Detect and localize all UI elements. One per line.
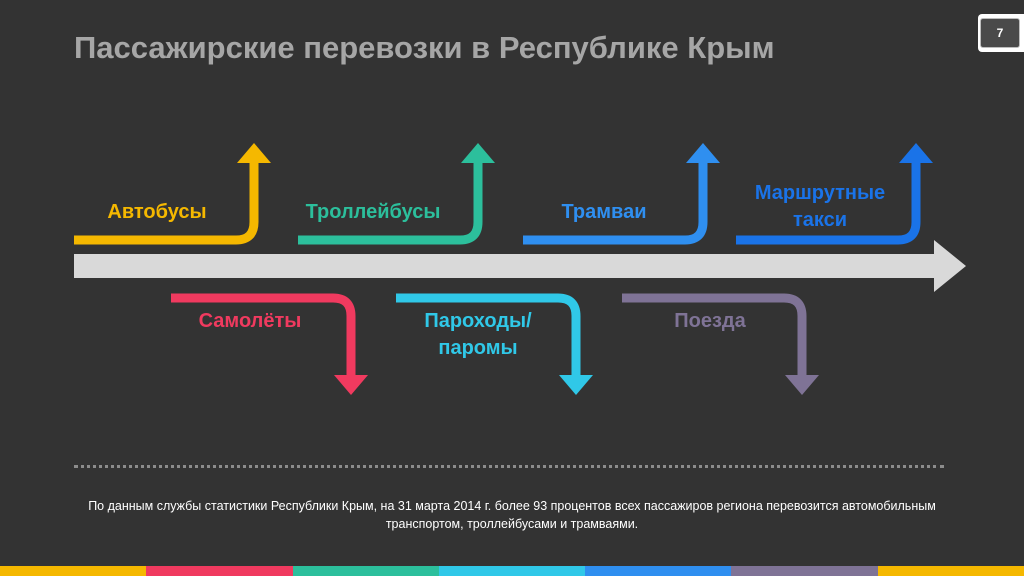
arrow-trams	[523, 143, 720, 245]
label-airplanes: Самолёты	[198, 310, 302, 332]
dotted-divider	[74, 465, 944, 468]
bottom-bar-segment	[877, 566, 1024, 576]
label-trains: Поезда	[674, 310, 746, 332]
label-trams: Трамваи	[561, 201, 647, 223]
bottom-bar-segment	[438, 566, 586, 576]
arrow-trolleybuses	[298, 143, 495, 245]
bottom-bar-segment	[146, 566, 293, 576]
arrow-trains	[622, 293, 819, 395]
page-number: 7	[980, 18, 1020, 48]
label-buses: Автобусы	[107, 201, 207, 223]
bottom-bar-segment	[292, 566, 439, 576]
bottom-color-bar	[0, 566, 1024, 576]
page-title: Пассажирские перевозки в Республике Крым	[74, 30, 775, 65]
bottom-bar-segment	[0, 566, 147, 576]
bottom-bar-segment	[585, 566, 732, 576]
arrow-ships-ferries	[396, 293, 593, 395]
label-ships-ferries: Пароходы/ паромы	[424, 310, 532, 359]
statistics-note: По данным службы статистики Республики К…	[88, 499, 936, 531]
label-trolleybuses: Троллейбусы	[305, 201, 441, 223]
arrow-buses	[74, 143, 271, 245]
arrow-airplanes	[171, 293, 368, 395]
bottom-bar-segment	[731, 566, 878, 576]
arrow-minibus-taxi	[736, 143, 933, 245]
label-minibus-taxi: Маршрутные такси	[754, 182, 886, 231]
timeline-arrow	[74, 240, 966, 292]
